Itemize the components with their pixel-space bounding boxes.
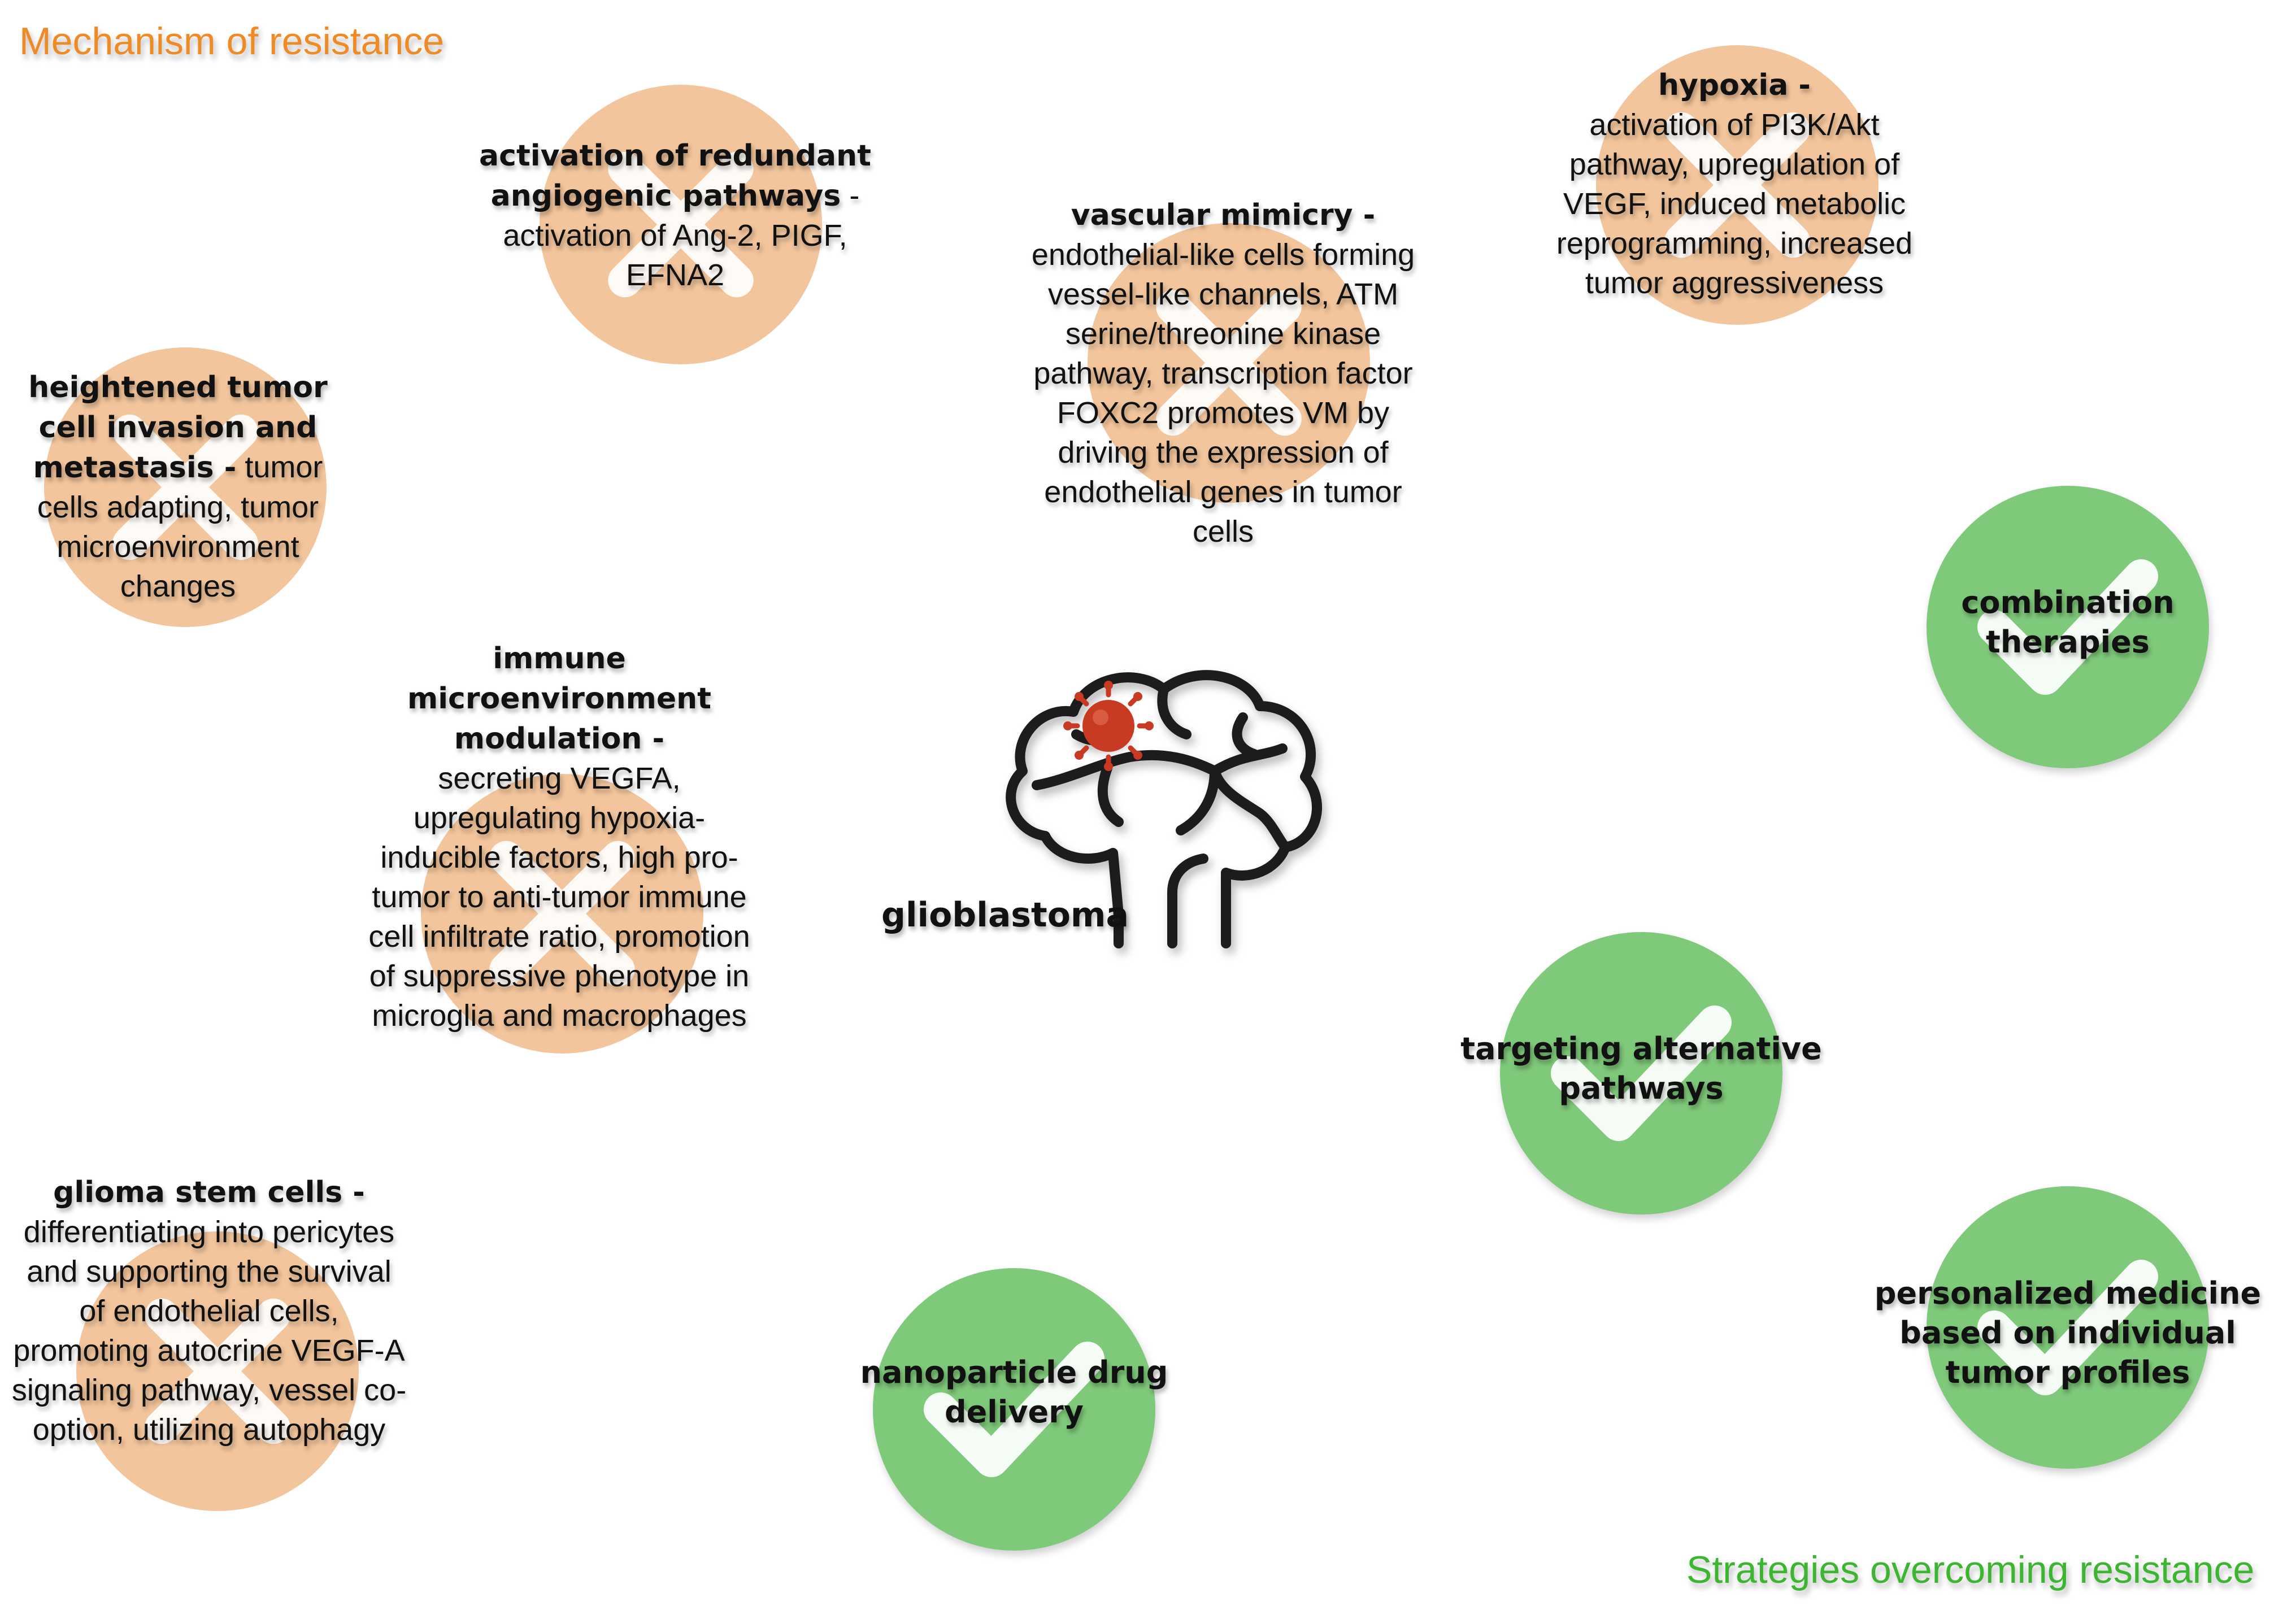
strategy-label-personalized: personalized medicine based on individua… xyxy=(1864,1274,2271,1392)
cross-icon xyxy=(1156,290,1302,436)
mechanism-label-invasion-metastasis: heightened tumor cell invasion and metas… xyxy=(14,367,342,606)
cross-icon xyxy=(145,1298,290,1444)
mechanism-circle-invasion-metastasis xyxy=(44,347,327,627)
cross-icon xyxy=(608,151,754,298)
strategy-title: nanoparticle drug delivery xyxy=(860,1355,1168,1430)
mechanism-circle-hypoxia xyxy=(1596,45,1878,325)
strategy-title: personalized medicine based on individua… xyxy=(1874,1276,2262,1390)
mechanism-circle-immune-microenvironment xyxy=(421,774,703,1054)
strategy-label-combination: combination therapies xyxy=(1943,583,2192,662)
center-label: glioblastoma xyxy=(881,895,1129,935)
mechanism-label-vascular-mimicry: vascular mimicry - endothelial-like cells… xyxy=(1017,195,1429,551)
mechanism-label-hypoxia: hypoxia - activation of PI3K/Akt pathway,… xyxy=(1548,65,1921,303)
strategy-title: combination therapies xyxy=(1961,585,2175,660)
mechanism-label-glioma-stem-cells: glioma stem cells - differentiating into … xyxy=(11,1172,407,1449)
cross-icon xyxy=(489,841,635,987)
strategy-circle-personalized xyxy=(1927,1186,2209,1469)
mechanism-label-immune-microenvironment: immune microenvironment modulation -secr… xyxy=(367,638,751,1035)
strategy-label-alternative-pathways: targeting alternative pathways xyxy=(1446,1029,1836,1108)
cross-icon xyxy=(112,414,258,560)
mechanisms-heading: Mechanism of resistance xyxy=(19,20,445,63)
strategies-heading: Strategies overcoming resistance xyxy=(1686,1548,2255,1591)
brain-with-tumor-icon xyxy=(1006,670,1323,948)
mechanism-description: activation of PI3K/Akt pathway, upregula… xyxy=(1556,108,1913,300)
checkmark-icon xyxy=(1977,559,2158,695)
mechanism-title: glioma stem cells - xyxy=(53,1176,365,1209)
mechanism-title: heightened tumor cell invasion and metas… xyxy=(28,371,328,485)
checkmark-icon xyxy=(924,1342,1104,1477)
mechanism-circle-redundant-angiogenic xyxy=(540,85,822,364)
mechanism-description: tumor cells adapting, tumor microenviron… xyxy=(37,450,323,603)
mechanism-title: immune microenvironment modulation - xyxy=(407,642,711,756)
mechanism-description: endothelial-like cells forming vessel-li… xyxy=(1031,238,1415,549)
mechanism-title: vascular mimicry - xyxy=(1071,198,1376,232)
checkmark-icon xyxy=(1977,1260,2158,1395)
mechanism-description: differentiating into pericytes and suppo… xyxy=(11,1215,407,1447)
mechanism-description: - activation of Ang-2, PIGF, EFNA2 xyxy=(503,179,860,292)
strategy-circle-alternative-pathways xyxy=(1500,932,1782,1214)
checkmark-icon xyxy=(1551,1005,1732,1141)
mechanism-title: hypoxia - xyxy=(1658,68,1811,102)
mechanism-circle-vascular-mimicry xyxy=(1088,223,1370,503)
mechanism-label-redundant-angiogenic: activation of redundant angiogenic pathw… xyxy=(475,136,876,295)
strategy-circle-combination xyxy=(1927,486,2209,768)
mechanism-description: secreting VEGFA, upregulating hypoxia-in… xyxy=(368,761,750,1033)
strategy-circle-nanoparticle xyxy=(873,1268,1155,1551)
tumor-icon xyxy=(1063,681,1154,771)
strategy-title: targeting alternative pathways xyxy=(1460,1031,1822,1106)
mechanism-circle-glioma-stem-cells xyxy=(76,1231,359,1511)
cross-icon xyxy=(1664,112,1810,258)
strategy-label-nanoparticle: nanoparticle drug delivery xyxy=(847,1353,1181,1432)
mechanism-title: activation of redundant angiogenic pathw… xyxy=(479,139,871,213)
